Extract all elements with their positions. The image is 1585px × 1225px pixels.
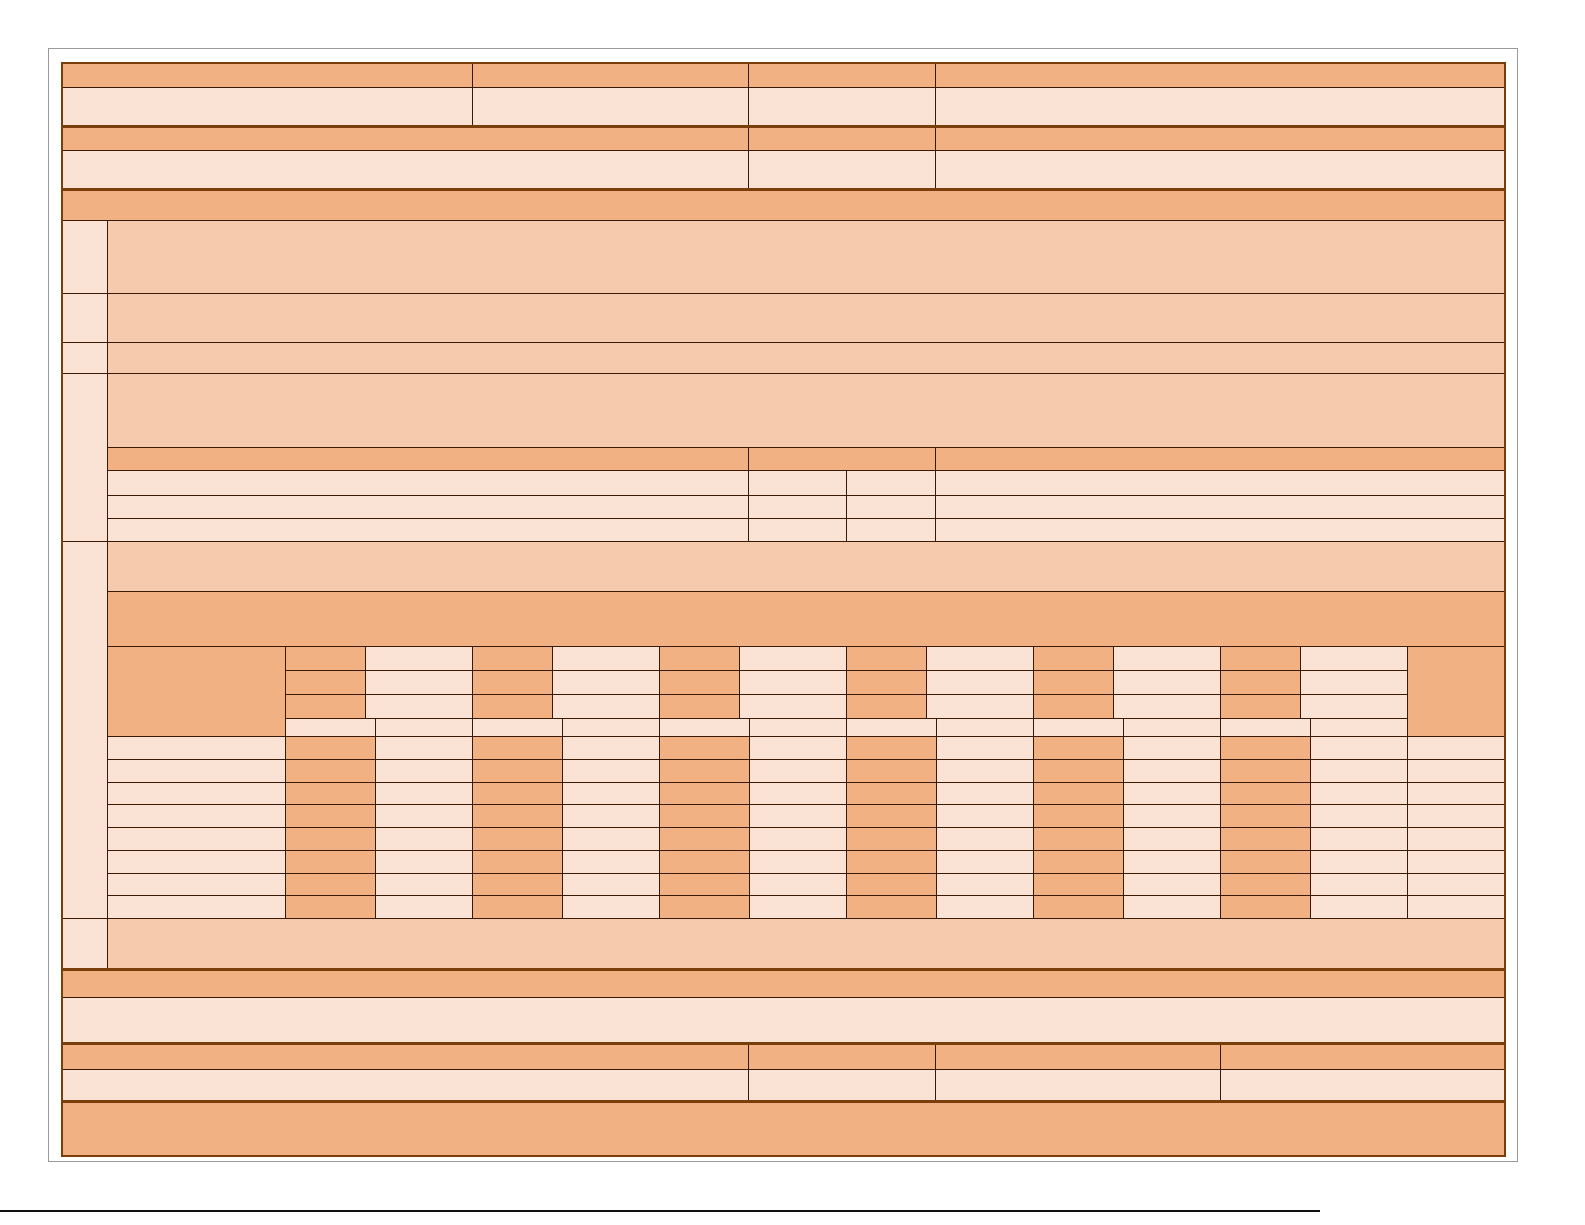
grid-cell[interactable] bbox=[1033, 895, 1124, 919]
grid-title-bar bbox=[107, 591, 1506, 647]
grid-header-label bbox=[659, 670, 740, 695]
grid-header-label bbox=[285, 670, 366, 695]
subtable-field[interactable] bbox=[748, 470, 847, 496]
subtable-field[interactable] bbox=[107, 470, 749, 496]
form-border bbox=[61, 62, 1506, 1157]
grid-cell[interactable] bbox=[659, 804, 750, 828]
grid-header-field[interactable] bbox=[1113, 646, 1221, 671]
grid-header-label bbox=[1220, 670, 1301, 695]
grid-cell[interactable] bbox=[936, 850, 1034, 874]
subtable-field[interactable] bbox=[748, 495, 847, 519]
section-number-cell bbox=[62, 541, 108, 919]
grid-header-field[interactable] bbox=[926, 646, 1034, 671]
grid-cell[interactable] bbox=[659, 827, 750, 851]
grid-cell[interactable] bbox=[1220, 827, 1311, 851]
grid-header-label bbox=[659, 646, 740, 671]
subtable-header-cell bbox=[748, 447, 936, 471]
grid-header-field[interactable] bbox=[552, 670, 660, 695]
grid-cell[interactable] bbox=[472, 827, 563, 851]
grid-total-cell[interactable] bbox=[1407, 736, 1506, 760]
grid-header-label bbox=[1220, 694, 1301, 719]
grid-total-cell[interactable] bbox=[1407, 827, 1506, 851]
section-divider bbox=[62, 188, 1505, 191]
grid-header-label bbox=[285, 694, 366, 719]
header-field[interactable] bbox=[748, 87, 936, 127]
grid-cell[interactable] bbox=[1310, 895, 1408, 919]
signature-label-cell bbox=[935, 1043, 1221, 1070]
grid-header-field[interactable] bbox=[1300, 670, 1408, 695]
grid-header-field[interactable] bbox=[1300, 694, 1408, 719]
section-text-cell[interactable] bbox=[107, 918, 1506, 970]
signature-field[interactable] bbox=[1220, 1069, 1506, 1102]
grid-cell[interactable] bbox=[936, 736, 1034, 760]
grid-total-cell[interactable] bbox=[1407, 850, 1506, 874]
subtable-field[interactable] bbox=[107, 495, 749, 519]
grid-header-field[interactable] bbox=[1113, 694, 1221, 719]
grid-cell[interactable] bbox=[659, 850, 750, 874]
grid-cell[interactable] bbox=[562, 850, 660, 874]
grid-cell[interactable] bbox=[749, 850, 847, 874]
grid-cell[interactable] bbox=[936, 827, 1034, 851]
subtable-field[interactable] bbox=[846, 518, 936, 542]
grid-header-label bbox=[1033, 694, 1114, 719]
grid-total-cell[interactable] bbox=[1407, 804, 1506, 828]
grid-total-cell[interactable] bbox=[1407, 895, 1506, 919]
section-divider bbox=[62, 1100, 1505, 1103]
grid-row-label[interactable] bbox=[107, 895, 286, 919]
footer-rule bbox=[0, 1210, 1320, 1212]
grid-cell[interactable] bbox=[1220, 895, 1311, 919]
grid-cell[interactable] bbox=[562, 736, 660, 760]
grid-cell[interactable] bbox=[285, 759, 376, 783]
header-field[interactable] bbox=[62, 150, 749, 190]
grid-header-field[interactable] bbox=[552, 694, 660, 719]
grid-cell[interactable] bbox=[285, 850, 376, 874]
grid-cell[interactable] bbox=[1220, 804, 1311, 828]
header-field[interactable] bbox=[935, 150, 1506, 190]
grid-cell[interactable] bbox=[846, 804, 937, 828]
header-field[interactable] bbox=[472, 87, 749, 127]
section-number-cell bbox=[62, 373, 108, 542]
grid-cell[interactable] bbox=[1310, 827, 1408, 851]
section-divider bbox=[62, 125, 1505, 128]
grid-cell[interactable] bbox=[846, 759, 937, 783]
subtable-field[interactable] bbox=[935, 495, 1506, 519]
header-field[interactable] bbox=[935, 87, 1506, 127]
grid-cell[interactable] bbox=[472, 850, 563, 874]
footer-bar bbox=[62, 1101, 1506, 1157]
page-frame bbox=[48, 48, 1518, 1162]
grid-row-label[interactable] bbox=[107, 850, 286, 874]
grid-cell[interactable] bbox=[562, 804, 660, 828]
section-divider bbox=[62, 968, 1505, 971]
section-divider bbox=[62, 1042, 1505, 1045]
section-title-bar bbox=[62, 969, 1506, 998]
grid-cell[interactable] bbox=[1123, 804, 1221, 828]
signature-field[interactable] bbox=[935, 1069, 1221, 1102]
grid-cell[interactable] bbox=[472, 895, 563, 919]
grid-row-header bbox=[107, 646, 286, 737]
grid-header-label bbox=[472, 670, 553, 695]
subtable-field[interactable] bbox=[748, 518, 847, 542]
grid-header-label bbox=[1033, 670, 1114, 695]
grid-cell[interactable] bbox=[1310, 850, 1408, 874]
grid-cell[interactable] bbox=[1033, 804, 1124, 828]
grid-cell[interactable] bbox=[749, 736, 847, 760]
grid-header-field[interactable] bbox=[926, 670, 1034, 695]
header-field[interactable] bbox=[748, 150, 936, 190]
grid-cell[interactable] bbox=[749, 759, 847, 783]
header-label-cell bbox=[935, 126, 1506, 151]
comments-field[interactable] bbox=[62, 997, 1506, 1044]
subtable-header-cell bbox=[107, 447, 749, 471]
grid-row-label[interactable] bbox=[107, 827, 286, 851]
grid-cell[interactable] bbox=[1123, 895, 1221, 919]
